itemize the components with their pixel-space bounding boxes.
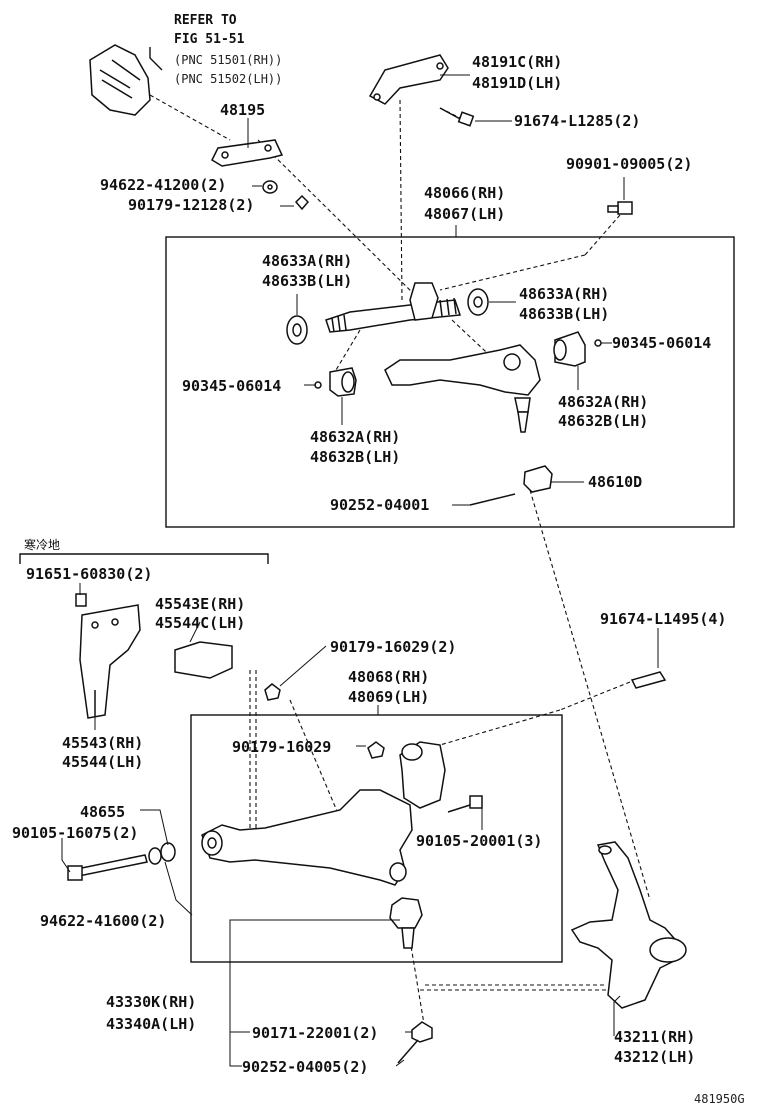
steering-knuckle (570, 841, 681, 1009)
part-label-90105-16075: 90105-16075(2) (12, 824, 139, 842)
part-label-94622-41600: 94622-41600(2) (40, 912, 167, 930)
part-label-90252-04005: 90252-04005(2) (242, 1058, 369, 1076)
nut-48610d (523, 465, 553, 493)
part-label-91674-l1285: 91674-L1285(2) (514, 112, 641, 130)
part-label-48610d: 48610D (588, 473, 643, 491)
part-label-48632-rh-left: 48632A(RH) (310, 428, 401, 446)
part-label-45543e: 45543E(RH) (155, 595, 246, 613)
part-label-45543: 45543(RH) (62, 734, 144, 752)
part-label-48195: 48195 (220, 101, 266, 119)
part-label-48633-rh-right: 48633A(RH) (519, 285, 610, 303)
figure-id: 481950G (694, 1092, 745, 1106)
part-label-48633-rh-left: 48633A(RH) (262, 252, 353, 270)
part-label-48191-rh: 48191C(RH) (472, 53, 563, 71)
part-label-48069: 48069(LH) (348, 688, 430, 706)
part-label-90179-12128: 90179-12128(2) (128, 196, 255, 214)
lower-control-arm (201, 789, 413, 886)
part-label-43330k: 43330K(RH) (106, 993, 197, 1011)
body-bracket-part (89, 44, 151, 116)
part-label-48191-lh: 48191D(LH) (472, 74, 563, 92)
part-label-90179-16029: 90179-16029 (232, 738, 332, 756)
part-label-90105-20001: 90105-20001(3) (416, 832, 543, 850)
lower-arm-frame (190, 714, 563, 963)
part-label-90252-04001: 90252-04001 (330, 496, 430, 514)
refer-line-3: (PNC 51501(RH)) (174, 53, 283, 67)
refer-line-2: FIG 51-51 (174, 32, 245, 47)
bolt-90105-16075 (71, 854, 148, 878)
part-label-45544: 45544(LH) (62, 753, 144, 771)
upper-arm-frame (165, 236, 735, 528)
part-label-48067: 48067(LH) (424, 205, 506, 223)
part-label-48633-lh-right: 48633B(LH) (519, 305, 610, 323)
part-label-48632-lh-left: 48632B(LH) (310, 448, 401, 466)
cold-region-bracket (19, 553, 269, 564)
plate-48195 (211, 139, 284, 167)
shield-45543 (79, 604, 141, 719)
part-label-90345-right: 90345-06014 (612, 334, 712, 352)
refer-line-1: REFER TO (174, 13, 237, 28)
part-label-43212: 43212(LH) (614, 1048, 696, 1066)
part-label-90171-22001: 90171-22001(2) (252, 1024, 379, 1042)
part-label-48632-rh-right: 48632A(RH) (558, 393, 649, 411)
refer-line-4: (PNC 51502(LH)) (174, 72, 283, 86)
part-label-91651-60830: 91651-60830(2) (26, 565, 153, 583)
part-label-43211: 43211(RH) (614, 1028, 696, 1046)
part-label-45544c: 45544C(LH) (155, 614, 246, 632)
part-label-48632-lh-right: 48632B(LH) (558, 412, 649, 430)
block-45543e (174, 641, 233, 679)
part-label-94622-41200: 94622-41200(2) (100, 176, 227, 194)
ball-joint-43330k (389, 897, 423, 929)
part-label-48066: 48066(RH) (424, 184, 506, 202)
part-label-91674-l1495: 91674-L1495(4) (600, 610, 727, 628)
part-label-48068: 48068(RH) (348, 668, 430, 686)
part-label-90179-16029-2: 90179-16029(2) (330, 638, 457, 656)
part-label-43340a: 43340A(LH) (106, 1015, 197, 1033)
part-label-90345-left: 90345-06014 (182, 377, 282, 395)
upper-control-arm (384, 344, 541, 396)
part-label-48633-lh-left: 48633B(LH) (262, 272, 353, 290)
cold-region-label: 寒冷地 (24, 538, 61, 552)
bracket-48191 (368, 54, 449, 105)
part-label-90901-09005: 90901-09005(2) (566, 155, 693, 173)
part-label-48655: 48655 (80, 803, 126, 821)
